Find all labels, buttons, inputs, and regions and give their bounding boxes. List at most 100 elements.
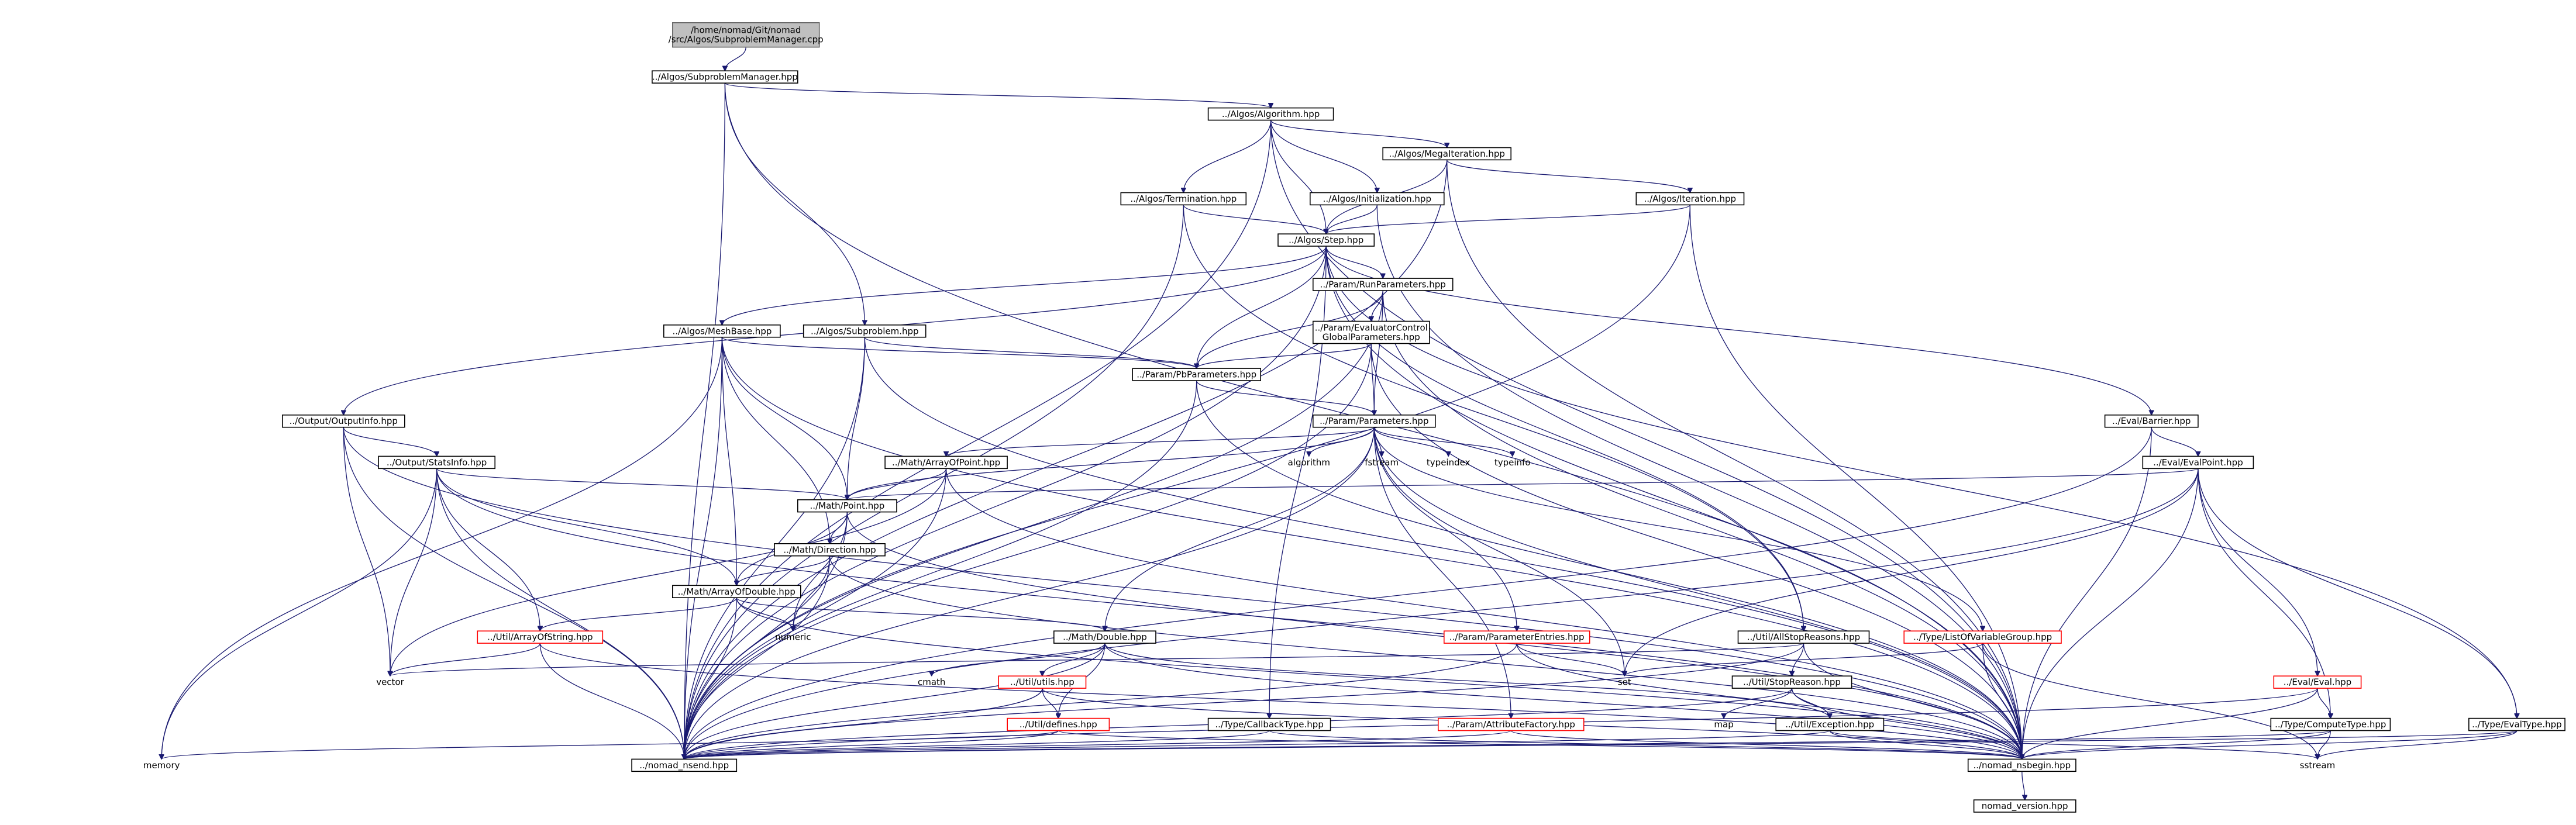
node-nomadVersion[interactable]: nomad_version.hpp (1973, 799, 2076, 813)
edge-evalPoint-to-nomadNsend (684, 468, 2199, 759)
edge-evaluatorControl-to-nomadNsbegin (1370, 343, 2022, 760)
node-label-evalType: ../Type/EvalType.hpp (2472, 719, 2562, 730)
node-direction[interactable]: ../Math/Direction.hpp (774, 543, 886, 557)
edge-outputInfo-to-nomadNsbegin (343, 427, 2022, 760)
node-label-numeric: numeric (775, 632, 811, 643)
node-nomadNsbegin[interactable]: ../nomad_nsbegin.hpp (1967, 758, 2076, 772)
node-barrier[interactable]: ../Eval/Barrier.hpp (2104, 414, 2199, 428)
node-root[interactable]: /home/nomad/Git/nomad/src/Algos/Subprobl… (669, 22, 824, 48)
node-subproblem[interactable]: ../Algos/Subproblem.hpp (803, 324, 927, 338)
edge-stopReason-to-exception (1791, 688, 1830, 719)
node-eval[interactable]: ../Eval/Eval.hpp (2273, 675, 2362, 689)
node-box-nomadVersion (1973, 799, 2076, 813)
node-initialization[interactable]: ../Algos/Initialization.hpp (1310, 192, 1445, 206)
node-box-evalType (2468, 717, 2565, 731)
node-box-arrayOfString (477, 630, 604, 644)
node-megaIteration[interactable]: ../Algos/MegaIteration.hpp (1382, 147, 1511, 161)
node-label-defines: ../Util/defines.hpp (1020, 719, 1097, 730)
node-memory: memory (143, 760, 180, 771)
edge-direction-to-numeric (793, 555, 831, 631)
node-evalPoint[interactable]: ../Eval/EvalPoint.hpp (2142, 455, 2254, 470)
node-callbackType[interactable]: ../Type/CallbackType.hpp (1207, 717, 1331, 731)
node-subproblemManager[interactable]: ../Algos/SubproblemManager.hpp (652, 70, 798, 84)
node-box-callbackType (1207, 717, 1331, 731)
node-step[interactable]: ../Algos/Step.hpp (1277, 233, 1375, 247)
edge-iteration-to-step (1326, 204, 1690, 234)
node-allStopReasons[interactable]: ../Util/AllStopReasons.hpp (1737, 630, 1870, 644)
edge-eval-to-nomadNsbegin (2022, 688, 2318, 759)
node-arrayOfString[interactable]: ../Util/ArrayOfString.hpp (477, 630, 604, 644)
edge-subproblem-to-nomadNsbegin (864, 337, 2022, 760)
node-evalType[interactable]: ../Type/EvalType.hpp (2468, 717, 2565, 731)
node-box-initialization (1310, 192, 1445, 206)
node-pbParameters[interactable]: ../Param/PbParameters.hpp (1132, 368, 1261, 381)
node-parameterEntries[interactable]: ../Param/ParameterEntries.hpp (1444, 630, 1590, 644)
edge-runParameters-to-evaluatorControl (1371, 290, 1383, 322)
node-computeType[interactable]: ../Type/ComputeType.hpp (2270, 717, 2391, 731)
node-iteration[interactable]: ../Algos/Iteration.hpp (1635, 192, 1745, 206)
edge-listOfVariableGroup-to-sstream (1982, 643, 2317, 759)
edge-statsInfo-to-arrayOfString (436, 468, 540, 631)
node-label-map: map (1714, 719, 1733, 730)
node-box-stopReason (1731, 675, 1852, 689)
node-nomadNsend[interactable]: ../nomad_nsend.hpp (631, 758, 738, 772)
node-exception[interactable]: ../Util/Exception.hpp (1775, 717, 1885, 731)
node-box-iteration (1635, 192, 1745, 206)
node-box-statsInfo (378, 455, 495, 470)
edge-parameterEntries-to-nomadNsbegin (1516, 643, 2022, 759)
node-double[interactable]: ../Math/Double.hpp (1053, 630, 1156, 644)
node-statsInfo[interactable]: ../Output/StatsInfo.hpp (378, 455, 495, 470)
node-evaluatorControl[interactable]: ../Param/EvaluatorControlGlobalParameter… (1313, 320, 1430, 344)
node-label-arrayOfDouble: ../Math/ArrayOfDouble.hpp (678, 586, 795, 597)
node-label-algorithmStd: algorithm (1288, 457, 1330, 468)
node-stopReason[interactable]: ../Util/StopReason.hpp (1731, 675, 1852, 689)
edge-meshBase-to-point (721, 337, 847, 500)
node-box-eval (2273, 675, 2362, 689)
edge-attributeFactory-to-nomadNsend (684, 730, 1511, 760)
node-label-initialization: ../Algos/Initialization.hpp (1323, 194, 1431, 204)
node-point[interactable]: ../Math/Point.hpp (797, 499, 897, 513)
edge-arrayOfDouble-to-arrayOfString (540, 597, 737, 631)
edge-runParameters-to-nomadNsbegin (1382, 290, 2022, 759)
node-label-stopReason: ../Util/StopReason.hpp (1743, 677, 1841, 688)
node-label-typeinfo: typeinfo (1494, 457, 1531, 468)
node-label-evaluatorControl-1: GlobalParameters.hpp (1323, 332, 1420, 343)
edge-evalType-to-nomadNsbegin (2022, 730, 2518, 760)
edge-evalPoint-to-point (847, 468, 2199, 499)
edge-evaluatorControl-to-parameters (1370, 343, 1374, 415)
node-termination[interactable]: ../Algos/Termination.hpp (1120, 192, 1247, 206)
node-algorithm[interactable]: ../Algos/Algorithm.hpp (1207, 107, 1334, 121)
node-label-root-0: /home/nomad/Git/nomad (691, 25, 801, 36)
edge-direction-to-nomadNsbegin (829, 555, 2022, 760)
node-box-barrier (2104, 414, 2199, 428)
node-defines[interactable]: ../Util/defines.hpp (1007, 717, 1110, 731)
node-box-step (1277, 233, 1375, 247)
node-parameters[interactable]: ../Param/Parameters.hpp (1313, 414, 1436, 428)
node-numeric: numeric (775, 632, 811, 643)
edge-step-to-pbParameters (1197, 246, 1327, 368)
edge-arrayOfDouble-to-numeric (736, 598, 793, 631)
node-runParameters[interactable]: ../Param/RunParameters.hpp (1313, 278, 1454, 291)
edge-parameters-to-set (1373, 427, 1624, 676)
edge-defines-to-nomadNsend (684, 730, 1059, 760)
edge-parameters-to-algorithmStd (1309, 427, 1375, 457)
node-box-arrayOfPoint (884, 455, 1008, 470)
edge-arrayOfDouble-to-nomadNsend (684, 598, 737, 759)
node-outputInfo[interactable]: ../Output/OutputInfo.hpp (281, 414, 405, 428)
node-meshBase[interactable]: ../Algos/MeshBase.hpp (663, 324, 781, 338)
node-listOfVariableGroup[interactable]: ../Type/ListOfVariableGroup.hpp (1903, 630, 2062, 644)
edge-evalPoint-to-evalType (2198, 468, 2517, 718)
node-typeinfo: typeinfo (1494, 457, 1531, 468)
edge-callbackType-to-nomadNsend (684, 730, 1270, 760)
node-box-nomadNsend (631, 758, 738, 772)
node-arrayOfDouble[interactable]: ../Math/ArrayOfDouble.hpp (672, 585, 801, 598)
edge-callbackType-to-nomadNsbegin (1269, 730, 2022, 760)
node-label-listOfVariableGroup: ../Type/ListOfVariableGroup.hpp (1913, 632, 2052, 643)
node-label-callbackType: ../Type/CallbackType.hpp (1215, 719, 1324, 730)
node-box-computeType (2270, 717, 2391, 731)
edge-parameters-to-nomadNsend (684, 427, 1375, 760)
node-attributeFactory[interactable]: ../Param/AttributeFactory.hpp (1438, 717, 1585, 731)
node-arrayOfPoint[interactable]: ../Math/ArrayOfPoint.hpp (884, 455, 1008, 470)
node-utils[interactable]: ../Util/utils.hpp (998, 675, 1087, 689)
edge-evaluatorControl-to-pbParameters (1197, 343, 1372, 369)
